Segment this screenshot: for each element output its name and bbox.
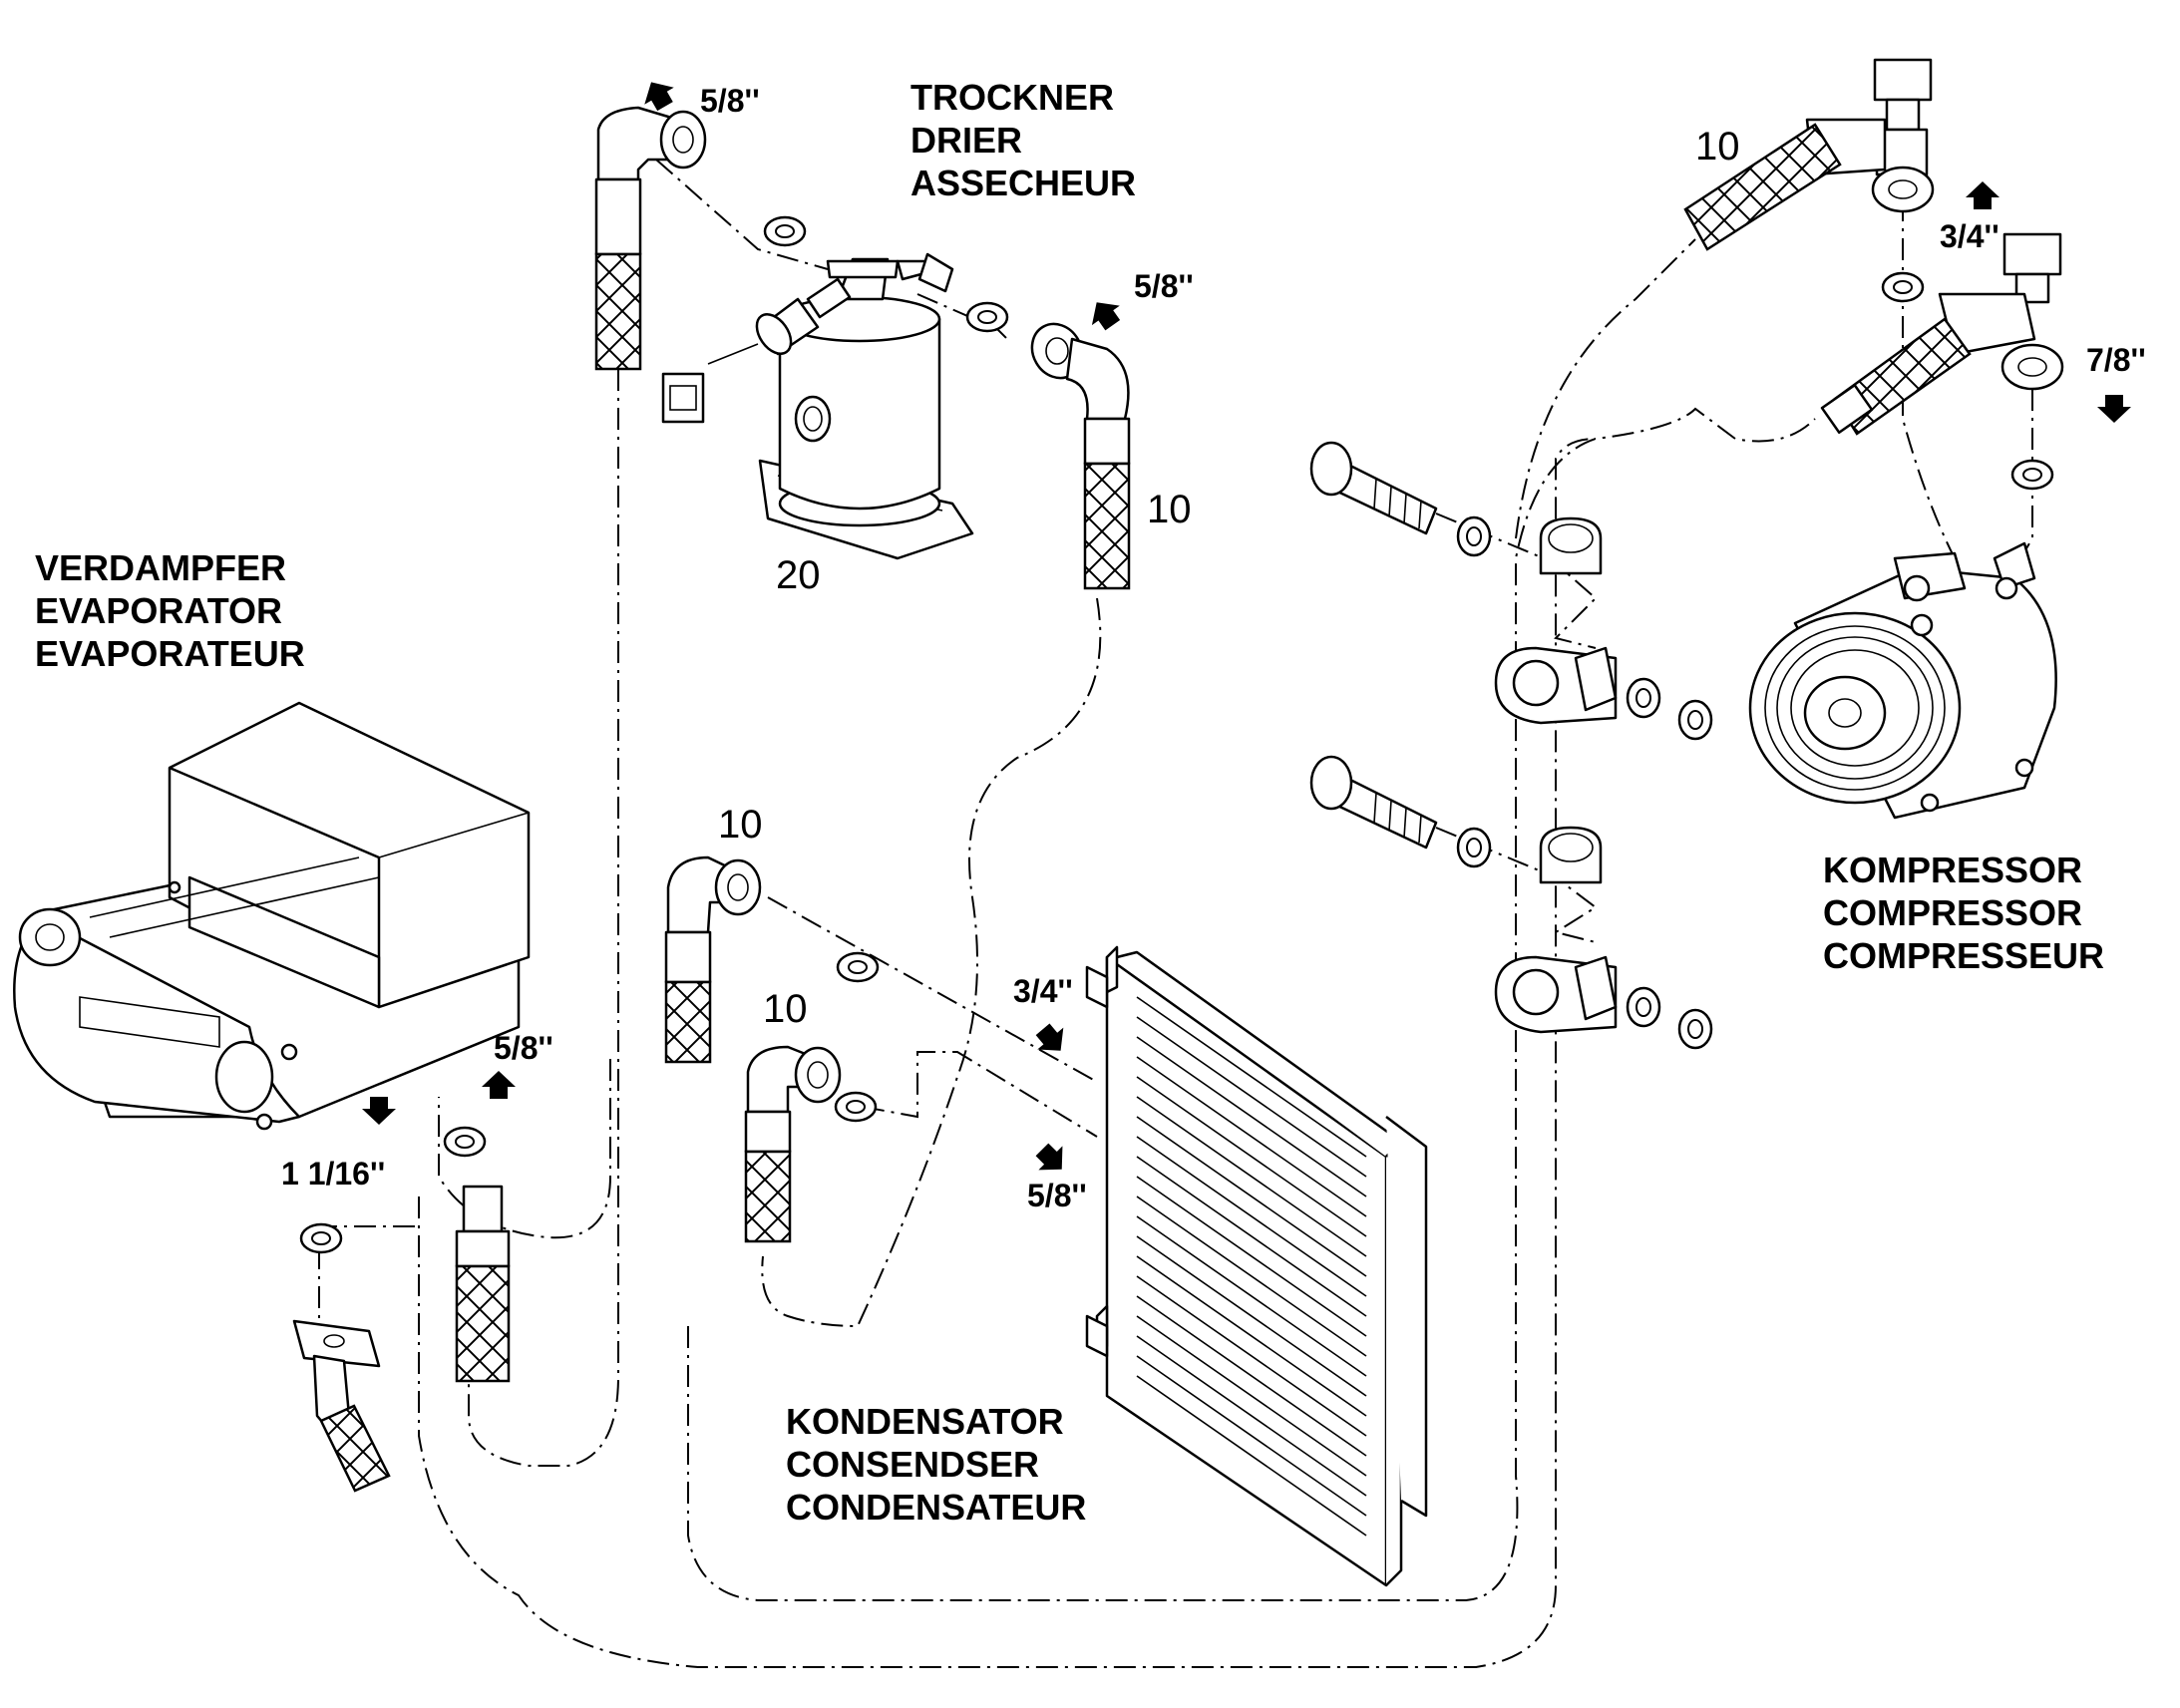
size-drier-inlet: 5/8''	[700, 83, 760, 119]
size-drier-outlet: 5/8''	[1134, 268, 1194, 304]
size-evaporator-inlet: 5/8''	[494, 1030, 553, 1066]
hose-evaporator-outlet	[292, 1319, 391, 1493]
drier	[661, 252, 974, 560]
condenser-label: KONDENSATOR CONSENDSER CONDENSATEUR	[786, 1401, 1086, 1528]
size-evaporator-outlet: 1 1/16''	[281, 1156, 385, 1192]
evaporator	[13, 701, 531, 1131]
hose-item-number-1: 10	[1147, 488, 1192, 531]
drier-label: TROCKNER DRIER ASSECHEUR	[910, 77, 1136, 203]
hose-item-number-3: 10	[718, 803, 763, 847]
hose-compressor-suction	[1820, 232, 2064, 436]
compressor-label: KOMPRESSOR COMPRESSOR COMPRESSEUR	[1823, 850, 2104, 976]
hose-compressor-discharge	[1683, 58, 1935, 251]
drier-pressure-switch	[661, 277, 852, 424]
condenser	[1085, 945, 1428, 1587]
hose-condenser-top	[664, 855, 762, 1064]
mounting-hardware-upper	[1309, 441, 1713, 741]
size-compressor-discharge: 3/4''	[1940, 218, 1999, 254]
size-compressor-suction: 7/8''	[2086, 342, 2146, 378]
hose-evaporator-to-drier	[594, 106, 707, 371]
hose-item-number-2: 10	[1695, 125, 1740, 169]
evaporator-label: VERDAMPFER EVAPORATOR EVAPORATEUR	[35, 547, 305, 674]
mounting-hardware-lower	[1309, 755, 1713, 1050]
size-condenser-inlet: 3/4''	[1013, 973, 1073, 1009]
routing-lines	[318, 159, 2033, 1668]
hose-item-number-4: 10	[763, 987, 808, 1031]
hose-condenser-bottom	[744, 1045, 842, 1243]
hose-evaporator-inlet	[455, 1185, 511, 1383]
hose-drier-to-condenser	[1030, 322, 1131, 590]
drier-item-number: 20	[776, 553, 821, 597]
size-condenser-outlet: 5/8''	[1027, 1178, 1087, 1213]
compressor	[1748, 541, 2057, 820]
